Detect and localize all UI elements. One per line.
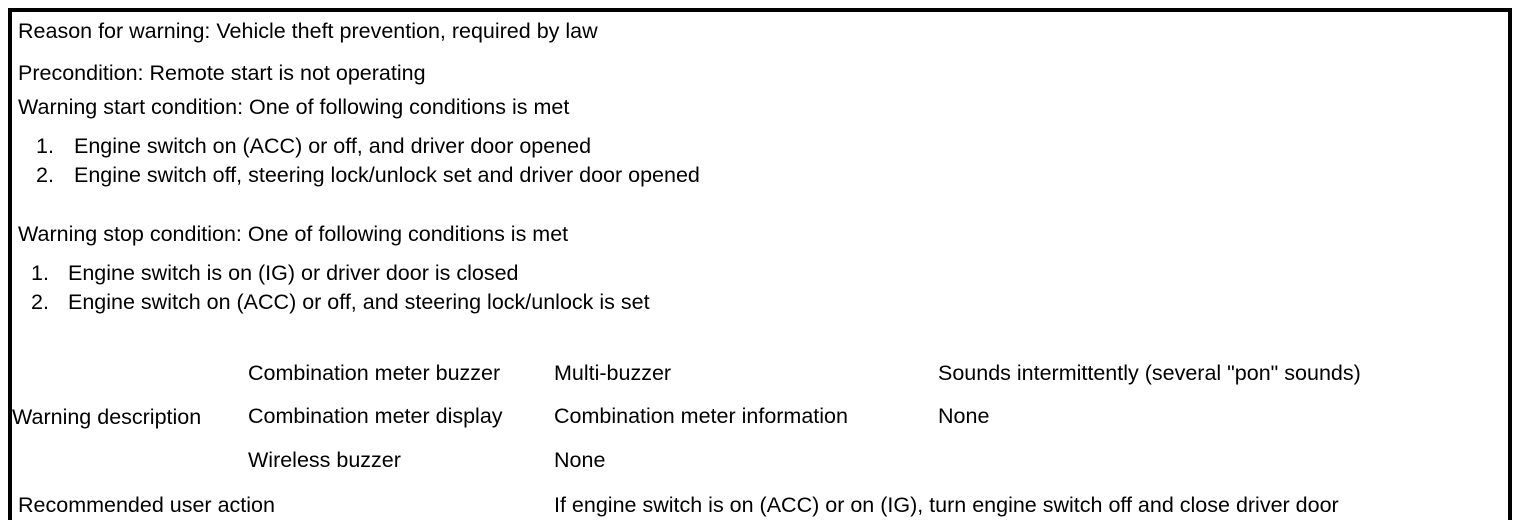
table-row-recommended-user-action: Recommended user action If engine switch… xyxy=(12,483,1509,528)
list-item-label: Engine switch on (ACC) or off, and drive… xyxy=(74,134,592,159)
warning-specification-table: Reason for warning: Vehicle theft preven… xyxy=(8,8,1512,528)
recommended-user-action-text: If engine switch is on (ACC) or on (IG),… xyxy=(554,483,1509,528)
warning-description-label: Warning description xyxy=(12,352,248,483)
list-item-number: 2. xyxy=(36,162,54,187)
list-item: 2. Engine switch on (ACC) or off, and st… xyxy=(18,290,1502,315)
table-row-reason: Reason for warning: Vehicle theft preven… xyxy=(12,12,1509,52)
warning-description-behavior-1: Sounds intermittently (several "pon" sou… xyxy=(938,352,1509,395)
table-row-precondition: Precondition: Remote start is not operat… xyxy=(12,52,1509,95)
warning-description-kind-1: Multi-buzzer xyxy=(554,352,938,395)
list-item: 1. Engine switch on (ACC) or off, and dr… xyxy=(18,134,1502,159)
list-item-label: Engine switch off, steering lock/unlock … xyxy=(74,162,700,187)
table-row-warning-description-1: Warning description Combination meter bu… xyxy=(12,352,1509,483)
warning-start-condition-list: 1. Engine switch on (ACC) or off, and dr… xyxy=(18,134,1502,188)
table-row-warning-stop-condition: Warning stop condition: One of following… xyxy=(12,222,1509,352)
warning-start-condition-heading: Warning start condition: One of followin… xyxy=(18,95,570,119)
warning-description-device-1: Combination meter buzzer xyxy=(248,352,554,395)
list-item-label: Engine switch is on (IG) or driver door … xyxy=(68,261,519,286)
warning-stop-condition-block: Warning stop condition: One of following… xyxy=(12,222,1508,321)
list-item: 2. Engine switch off, steering lock/unlo… xyxy=(18,163,1502,188)
warning-description-device-2: Combination meter display xyxy=(248,395,554,439)
warning-description-kind-3: None xyxy=(554,439,1509,483)
list-item-number: 1. xyxy=(31,261,49,286)
list-item: 1. Engine switch is on (IG) or driver do… xyxy=(18,261,1502,286)
table-row-warning-description-3: Wireless buzzer None xyxy=(12,439,1509,483)
list-item-number: 2. xyxy=(31,289,49,314)
recommended-user-action-label: Recommended user action xyxy=(18,492,275,517)
warning-start-condition-block: Warning start condition: One of followin… xyxy=(12,95,1508,194)
list-item-number: 1. xyxy=(36,134,54,159)
warning-description-behavior-2: None xyxy=(938,395,1509,439)
table-row-warning-description-2: Combination meter display Combination me… xyxy=(12,395,1509,439)
warning-description-device-3: Wireless buzzer xyxy=(248,439,554,483)
warning-table: Reason for warning: Vehicle theft preven… xyxy=(12,12,1509,528)
reason-for-warning-text: Reason for warning: Vehicle theft preven… xyxy=(18,19,598,44)
warning-stop-condition-list: 1. Engine switch is on (IG) or driver do… xyxy=(18,261,1502,315)
list-item-label: Engine switch on (ACC) or off, and steer… xyxy=(68,289,650,314)
precondition-text: Precondition: Remote start is not operat… xyxy=(18,60,426,85)
warning-description-kind-2: Combination meter information xyxy=(554,395,938,439)
table-row-warning-start-condition: Warning start condition: One of followin… xyxy=(12,95,1509,222)
warning-stop-condition-heading: Warning stop condition: One of following… xyxy=(18,222,569,246)
